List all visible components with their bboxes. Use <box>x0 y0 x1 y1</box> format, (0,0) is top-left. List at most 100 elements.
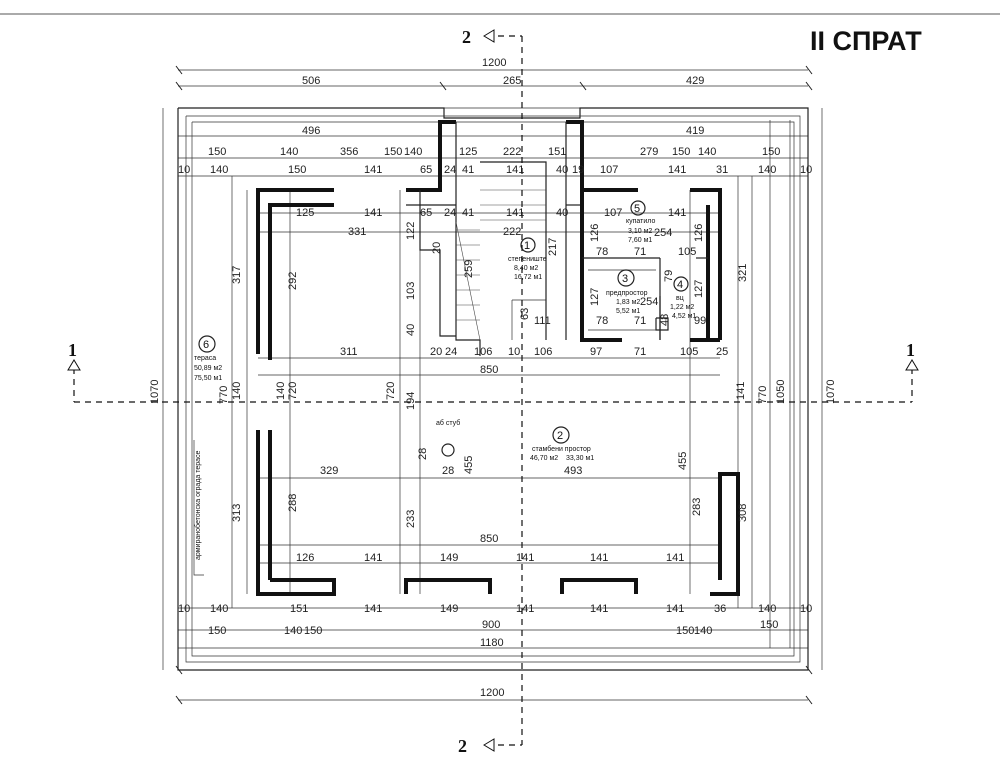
svg-text:111: 111 <box>534 315 551 327</box>
svg-text:1,22 м2: 1,22 м2 <box>670 304 694 311</box>
svg-text:283: 283 <box>691 498 703 516</box>
svg-text:720: 720 <box>385 382 397 400</box>
svg-text:78: 78 <box>596 246 608 258</box>
room-5: 5 купатило 3,10 м2 7,60 м1 <box>626 200 655 244</box>
svg-text:16,72 м1: 16,72 м1 <box>514 274 542 281</box>
svg-text:150: 150 <box>672 146 690 158</box>
svg-text:65: 65 <box>420 164 432 176</box>
svg-text:40: 40 <box>405 324 417 336</box>
svg-text:предпростор: предпростор <box>606 290 648 297</box>
svg-text:107: 107 <box>604 207 622 219</box>
svg-text:455: 455 <box>463 456 475 474</box>
svg-text:125: 125 <box>459 146 477 158</box>
svg-text:97: 97 <box>590 346 602 358</box>
svg-text:222: 222 <box>503 226 521 238</box>
svg-text:65: 65 <box>420 207 432 219</box>
svg-text:41: 41 <box>462 164 474 176</box>
room-6-terrace: 6 тераса 50,89 м2 75,50 м1 <box>194 335 222 382</box>
svg-text:141: 141 <box>364 603 382 615</box>
svg-text:106: 106 <box>534 346 552 358</box>
svg-text:10: 10 <box>178 603 190 615</box>
svg-text:140: 140 <box>284 625 302 637</box>
svg-text:140: 140 <box>231 382 243 400</box>
svg-text:3: 3 <box>622 273 628 285</box>
svg-text:1200: 1200 <box>482 57 506 69</box>
svg-text:150: 150 <box>762 146 780 158</box>
svg-text:24: 24 <box>444 164 456 176</box>
svg-text:140: 140 <box>404 146 422 158</box>
svg-text:1070: 1070 <box>149 380 161 404</box>
svg-text:5: 5 <box>634 203 640 215</box>
svg-text:122: 122 <box>405 222 417 240</box>
svg-text:40: 40 <box>556 207 568 219</box>
svg-text:222: 222 <box>503 146 521 158</box>
svg-text:217: 217 <box>547 238 559 256</box>
svg-text:купатило: купатило <box>626 218 655 225</box>
section-line-1 <box>67 359 919 403</box>
svg-text:141: 141 <box>364 207 382 219</box>
svg-text:степениште: степениште <box>508 256 547 263</box>
svg-text:313: 313 <box>231 504 243 522</box>
railing-leader <box>193 440 204 576</box>
svg-text:75,50 м1: 75,50 м1 <box>194 375 222 382</box>
svg-text:506: 506 <box>302 75 320 87</box>
svg-text:31: 31 <box>716 164 728 176</box>
svg-text:40: 40 <box>556 164 568 176</box>
interior-partitions <box>511 269 656 340</box>
svg-text:259: 259 <box>463 260 475 278</box>
svg-text:288: 288 <box>287 494 299 512</box>
svg-text:24: 24 <box>445 346 457 358</box>
stair-walls <box>406 122 582 356</box>
svg-text:850: 850 <box>480 364 498 376</box>
svg-text:25: 25 <box>716 346 728 358</box>
svg-text:900: 900 <box>482 619 500 631</box>
svg-text:493: 493 <box>564 465 582 477</box>
svg-text:317: 317 <box>231 266 243 284</box>
svg-text:150: 150 <box>760 619 778 631</box>
svg-text:141: 141 <box>516 603 534 615</box>
svg-text:141: 141 <box>590 603 608 615</box>
svg-text:419: 419 <box>686 125 704 137</box>
svg-text:1: 1 <box>524 240 530 252</box>
svg-text:126: 126 <box>693 224 705 242</box>
svg-text:151: 151 <box>548 146 566 158</box>
svg-text:99: 99 <box>694 315 706 327</box>
svg-text:770: 770 <box>757 386 769 404</box>
dimension-ticks <box>175 65 813 705</box>
svg-text:8,40 м2: 8,40 м2 <box>514 265 538 272</box>
svg-text:321: 321 <box>737 264 749 282</box>
svg-text:311: 311 <box>340 346 358 358</box>
svg-text:50,89 м2: 50,89 м2 <box>194 365 222 372</box>
svg-text:7,60 м1: 7,60 м1 <box>628 237 652 244</box>
svg-text:19: 19 <box>572 164 584 176</box>
section-mark-2-bottom: 2 <box>458 736 467 756</box>
svg-text:2: 2 <box>557 430 563 442</box>
railing-label: армиранобетонска ограда терасе <box>194 450 202 560</box>
svg-text:20: 20 <box>431 242 443 254</box>
svg-text:140: 140 <box>698 146 716 158</box>
svg-text:5,52 м1: 5,52 м1 <box>616 308 640 315</box>
svg-text:тераса: тераса <box>194 355 216 362</box>
bathroom-walls <box>580 190 720 342</box>
dimension-labels: 1200 506 265 429 496 419 150 140 356 150… <box>178 57 812 699</box>
svg-text:140: 140 <box>275 382 287 400</box>
svg-text:140: 140 <box>210 603 228 615</box>
svg-text:150: 150 <box>288 164 306 176</box>
svg-text:125: 125 <box>296 207 314 219</box>
svg-text:28: 28 <box>417 448 429 460</box>
svg-text:150: 150 <box>208 625 226 637</box>
svg-text:356: 356 <box>340 146 358 158</box>
svg-text:20: 20 <box>430 346 442 358</box>
svg-text:63: 63 <box>519 308 531 320</box>
svg-text:71: 71 <box>634 346 646 358</box>
section-line-2 <box>483 29 523 752</box>
svg-text:105: 105 <box>680 346 698 358</box>
svg-text:150: 150 <box>208 146 226 158</box>
svg-text:149: 149 <box>440 603 458 615</box>
svg-text:141: 141 <box>666 603 684 615</box>
svg-text:48: 48 <box>659 314 671 326</box>
vertical-dimension-labels: 1070 770 317 140 313 292 720 288 140 103… <box>149 222 837 528</box>
svg-text:3,10 м2: 3,10 м2 <box>628 228 652 235</box>
svg-text:140: 140 <box>210 164 228 176</box>
svg-text:107: 107 <box>600 164 618 176</box>
